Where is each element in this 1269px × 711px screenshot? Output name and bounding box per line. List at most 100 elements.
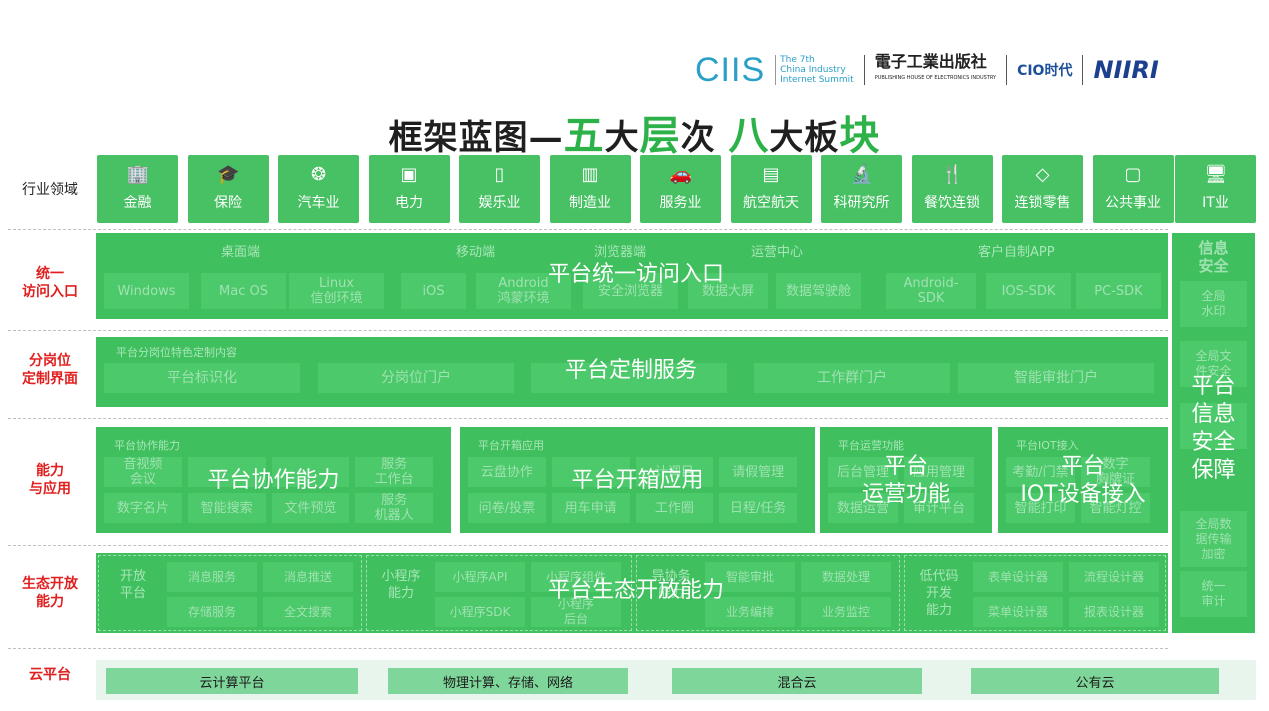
custom-item: 平台标识化 — [104, 363, 300, 393]
access-overlay-title: 平台统一访问入口 — [547, 262, 724, 287]
ecosystem-item: 全文搜索 — [263, 597, 353, 627]
capability-item: 应用管理 — [904, 457, 974, 487]
custom-item — [531, 363, 727, 393]
access-group-app: 客户自制APP — [978, 245, 1055, 260]
capability-item: 服务 工作台 — [355, 457, 433, 487]
custom-overlay-title: 平台定制服务 — [564, 358, 697, 383]
capability-item: 请假管理 — [719, 457, 797, 487]
capability-item: 用车申请 — [551, 493, 630, 523]
page-title: 框架蓝图—五大层次 八大板块 — [388, 113, 881, 159]
custom-label: 平台分岗位特色定制内容 — [116, 346, 237, 359]
publisher-logo: 電子工業出版社 PUBLISHING HOUSE OF ELECTRONICS … — [874, 52, 997, 82]
industry-tile: ◇ 连锁零售 — [1002, 155, 1083, 223]
industry-tile: 🎓保险 — [187, 155, 269, 223]
capability-item: 后台管理 — [828, 457, 898, 487]
row-label-ecosystem: 生态开放能力 — [22, 576, 78, 610]
capability-overlay-title: 平台 运营功能 — [861, 454, 950, 507]
industry-label: 航空航天 — [743, 195, 799, 211]
tag-icon: ◇ — [1035, 164, 1050, 185]
capability-item: 数据运营 — [828, 493, 898, 523]
ecosystem-item: 表单设计器 — [973, 562, 1063, 592]
security-item: 全局数 据传输 加密 — [1180, 511, 1247, 567]
ecosystem-overlay-title: 平台生态开放能力 — [547, 578, 724, 603]
ecosystem-item: 业务编排 — [705, 597, 795, 627]
building-icon: 🏢 — [126, 164, 149, 185]
capability-item: 数字名片 — [104, 493, 182, 523]
monitor-icon: 🖥 — [1204, 164, 1228, 185]
industry-tile: 🖥 IT业 — [1175, 155, 1256, 223]
cloud-item: 云计算平台 — [106, 668, 358, 694]
access-item: 安全浏览器 — [583, 273, 678, 309]
access-item: IOS-SDK — [986, 273, 1071, 309]
ecosystem-item: 流程设计器 — [1069, 562, 1159, 592]
access-item: 数据驾驶舱 — [776, 273, 861, 309]
car-icon: 🚗 — [669, 164, 692, 185]
security-item — [1180, 403, 1247, 449]
industry-label: 电力 — [395, 195, 423, 211]
capability-item — [271, 457, 350, 487]
access-item: Android- SDK — [886, 273, 976, 309]
ecosystem-item: 存储服务 — [167, 597, 257, 627]
security-item: 全局文 件安全 — [1180, 341, 1247, 387]
capability-item: 智能灯控 — [1081, 493, 1150, 523]
capability-panel-label: 平台IOT接入 — [1016, 439, 1079, 452]
document-icon: ▢ — [1124, 164, 1142, 185]
ecosystem-item: 报表设计器 — [1069, 597, 1159, 627]
industry-label: 制造业 — [569, 195, 611, 211]
row-divider — [8, 418, 1168, 419]
access-group-desktop: 桌面端 — [221, 245, 261, 260]
logo-divider — [1006, 55, 1008, 85]
row-label-access: 统一访问入口 — [22, 266, 78, 300]
ecosystem-item: 小程序组件 — [531, 562, 621, 592]
capability-panel: 平台IOT接入考勤/门禁数字 胸牌证智能打印智能灯控平台 IOT设备接入 — [998, 427, 1168, 533]
ciis-logo-subtitle: The 7th China Industry Internet Summit — [775, 55, 854, 85]
circles-icon: ❂ — [310, 164, 327, 185]
industry-label: 金融 — [123, 195, 152, 211]
capability-panel: 平台运营功能后台管理应用管理数据运营审计平台平台 运营功能 — [820, 427, 992, 533]
partner-logos: CIIS The 7th China Industry Internet Sum… — [695, 48, 1235, 92]
ecosystem-item: 小程序API — [435, 562, 525, 592]
access-item: Linux 信创环境 — [289, 273, 384, 309]
row-label-capability: 能力与应用 — [29, 463, 71, 497]
industry-label: 餐饮连锁 — [924, 195, 980, 211]
capability-item: 数字 胸牌证 — [1081, 457, 1150, 487]
phone-icon: ▯ — [494, 164, 505, 185]
row-label-custom: 分岗位定制界面 — [22, 353, 78, 387]
niiri-logo: NIIRI — [1093, 56, 1159, 84]
security-item: 全局 水印 — [1180, 281, 1247, 327]
capability-item: 审计平台 — [904, 493, 974, 523]
ecosystem-item: 业务监控 — [801, 597, 891, 627]
capability-item: 文件预览 — [271, 493, 350, 523]
industry-tile: ▥ 制造业 — [549, 155, 631, 223]
industry-label: IT业 — [1202, 195, 1229, 211]
capability-item: 智能搜索 — [187, 493, 266, 523]
capability-overlay-title: 平台开箱应用 — [571, 468, 704, 493]
capability-item: 考勤/门禁 — [1006, 457, 1075, 487]
access-item: PC-SDK — [1076, 273, 1161, 309]
access-item: Mac OS — [201, 273, 286, 309]
custom-item: 智能审批门户 — [958, 363, 1154, 393]
fork-knife-icon: 🍴 — [941, 164, 964, 185]
industry-label: 科研究所 — [833, 195, 890, 211]
access-group-ops: 运营中心 — [751, 245, 804, 260]
industry-label: 连锁零售 — [1014, 195, 1071, 211]
capability-item: 问卷/投票 — [468, 493, 546, 523]
access-group-mobile: 移动端 — [456, 245, 496, 260]
security-overlay-title: 平台 信息 安全 保障 — [1191, 374, 1236, 483]
cloud-bar: 云计算平台 物理计算、存储、网络 混合云 公有云 — [96, 660, 1256, 700]
cloud-item: 公有云 — [971, 668, 1219, 694]
row-label-industry: 行业领域 — [22, 182, 78, 198]
capability-item: 云盘协作 — [468, 457, 546, 487]
ecosystem-item: 数据处理 — [801, 562, 891, 592]
tools-icon: ▥ — [581, 164, 599, 185]
row-divider — [8, 545, 1168, 546]
industry-tile: ▯娱乐业 — [459, 155, 540, 223]
ecosystem-group-title: 低代码 开发 能力 — [919, 569, 959, 618]
capability-overlay-title: 平台协作能力 — [207, 468, 340, 493]
ecosystem-group-title: 小程序 能力 — [381, 569, 421, 601]
access-item: Windows — [104, 273, 189, 309]
ecosystem-item: 菜单设计器 — [973, 597, 1063, 627]
box-icon: ▣ — [400, 164, 418, 185]
ecosystem-item: 消息服务 — [167, 562, 257, 592]
